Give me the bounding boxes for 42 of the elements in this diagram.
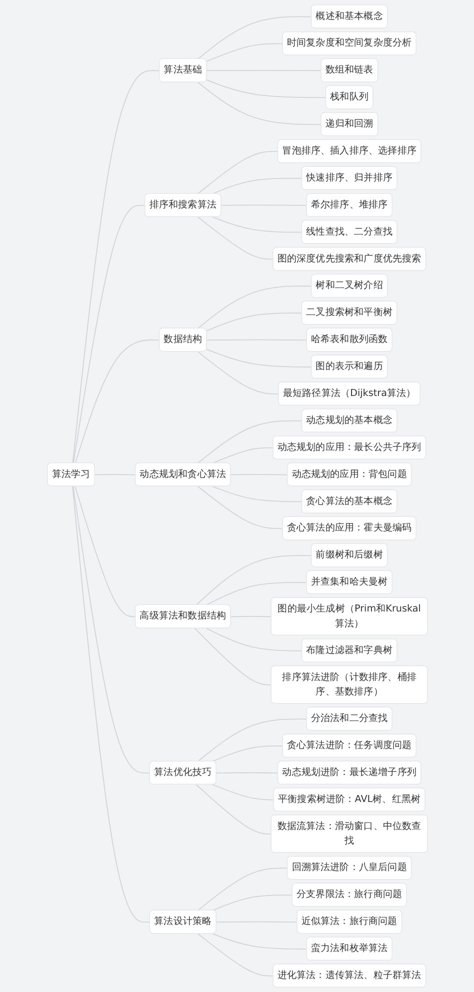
connector bbox=[196, 718, 307, 762]
connector bbox=[212, 746, 283, 762]
connector bbox=[206, 79, 326, 98]
connector bbox=[206, 43, 283, 62]
connector bbox=[196, 150, 278, 194]
connector bbox=[196, 868, 288, 911]
connector bbox=[212, 894, 292, 911]
connector bbox=[206, 312, 302, 332]
connector bbox=[195, 555, 312, 606]
connector bbox=[212, 784, 274, 800]
connector bbox=[74, 486, 136, 618]
connector bbox=[212, 447, 274, 464]
connector bbox=[196, 351, 279, 394]
connector bbox=[205, 628, 302, 652]
connector bbox=[212, 933, 307, 950]
connector bbox=[206, 348, 312, 368]
connector bbox=[194, 628, 272, 686]
connector bbox=[205, 582, 307, 606]
connector bbox=[72, 204, 146, 464]
connector bbox=[212, 178, 302, 194]
connector bbox=[196, 933, 274, 976]
connector bbox=[72, 486, 150, 774]
connector bbox=[94, 474, 136, 476]
connector bbox=[216, 772, 278, 774]
connector bbox=[196, 216, 274, 260]
connector bbox=[216, 921, 298, 923]
connector bbox=[196, 16, 312, 60]
connector bbox=[74, 340, 160, 464]
connector bbox=[196, 486, 283, 530]
connector bbox=[220, 204, 307, 206]
connector bbox=[206, 70, 322, 72]
connector bbox=[196, 420, 302, 464]
connector bbox=[206, 339, 307, 341]
connector bbox=[72, 70, 160, 464]
connector bbox=[196, 286, 312, 329]
connector bbox=[230, 616, 272, 618]
connector bbox=[212, 216, 302, 233]
connector bbox=[230, 474, 288, 476]
connector bbox=[72, 486, 150, 923]
connector bbox=[195, 784, 272, 835]
connector bbox=[212, 486, 302, 502]
connector bbox=[196, 82, 322, 125]
